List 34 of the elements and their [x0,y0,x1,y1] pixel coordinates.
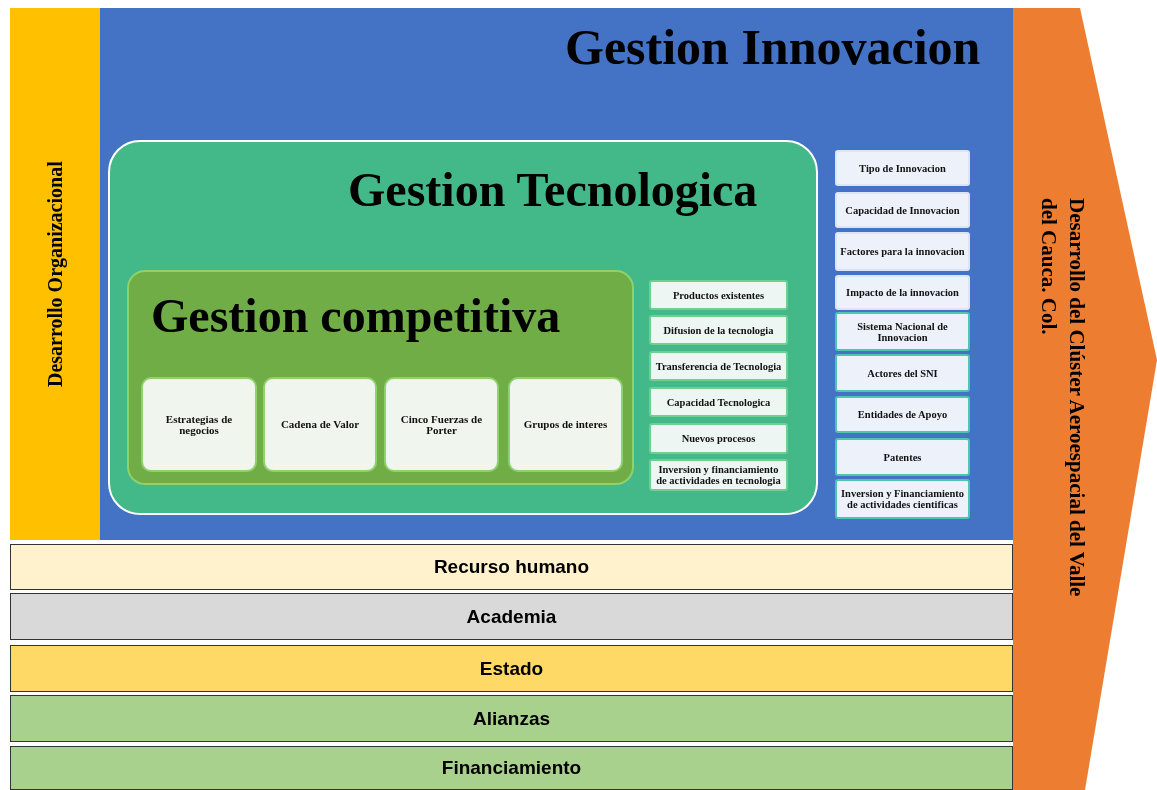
technology-panel [108,140,818,515]
topic-box: Sistema Nacional de Innovacion [835,312,970,351]
topic-box: Estrategias de negocios [141,377,257,472]
arrow-title: Desarrollo del Clúster Aeroespacial del Valle del Cauca. Col. [1036,198,1090,599]
panel-title: Gestion Innovacion [565,22,981,72]
innovation-panel [100,8,1013,540]
topic-box: Transferencia de Tecnologia [649,351,788,381]
topic-box: Impacto de la innovacion [835,275,970,310]
panel-title: Gestion Tecnologica [348,166,758,214]
topic-box: Capacidad de Innovacion [835,192,970,228]
topic-box: Tipo de Innovacion [835,150,970,186]
topic-box: Cinco Fuerzas de Porter [384,377,499,472]
topic-box: Inversion y financiamiento de actividades en tecnologia [649,459,788,491]
layer-band: Academia [10,593,1013,640]
layer-band: Estado [10,645,1013,692]
topic-box: Cadena de Valor [263,377,377,472]
chevron-arrow [1013,8,1157,790]
topic-box: Entidades de Apoyo [835,396,970,433]
competitive-panel [127,270,634,485]
topic-box: Grupos de interes [508,377,623,472]
panel-title: Gestion competitiva [151,292,561,340]
topic-box: Patentes [835,438,970,476]
topic-box: Nuevos procesos [649,423,788,454]
layer-band: Recurso humano [10,544,1013,590]
topic-box: Inversion y Financiamiento de actividades cientificas [835,479,970,519]
band-title: Desarrollo Organizacional [42,160,67,389]
side-band [10,8,100,540]
topic-box: Capacidad Tecnologica [649,387,788,417]
topic-box: Productos existentes [649,280,788,310]
layer-band: Financiamiento [10,746,1013,790]
layer-band: Alianzas [10,695,1013,742]
topic-box: Difusion de la tecnologia [649,315,788,345]
topic-box: Actores del SNI [835,354,970,392]
topic-box: Factores para la innovacion [835,232,970,271]
